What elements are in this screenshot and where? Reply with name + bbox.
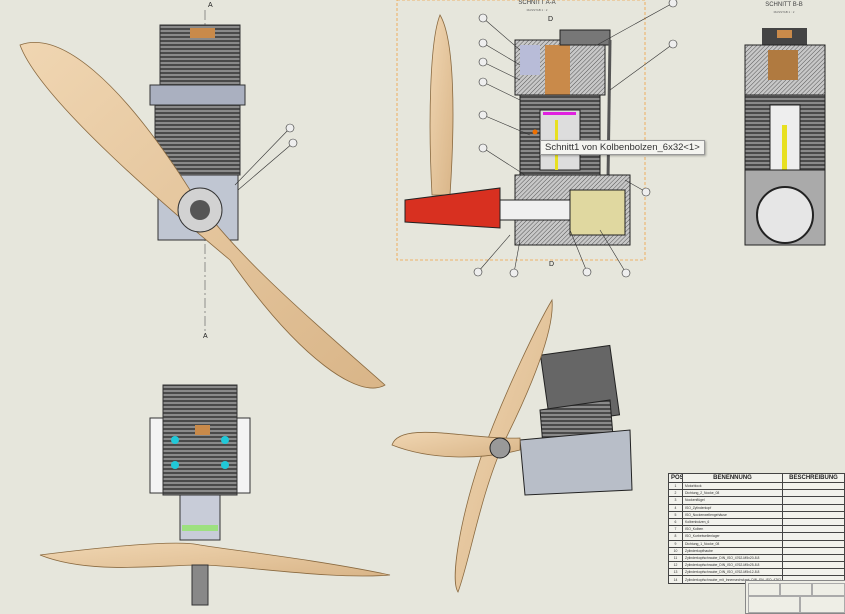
bom-cell-description: [782, 568, 845, 577]
bom-cell-pos: 14: [668, 575, 683, 584]
bom-cell-description: [782, 532, 845, 541]
bom-cell-pos: 7: [668, 525, 683, 534]
bom-cell-description: [782, 525, 845, 534]
bom-cell-pos: 2: [668, 489, 683, 498]
bom-cell-name: Zylinderkopfschraube_DIN_ISO_4762-M5x20-…: [682, 553, 783, 563]
bom-cell-name: ISO_Kolben: [682, 525, 783, 534]
bom-header-pos: POS: [668, 473, 683, 483]
hover-tooltip: Schnitt1 von Kolbenbolzen_6x32<1>: [540, 140, 705, 155]
bom-cell-description: [782, 553, 845, 563]
section-marker-d-top: D: [548, 16, 554, 23]
bom-cell-name: Zylinderkopfhaube: [682, 546, 783, 555]
title-block: [745, 580, 845, 614]
bom-cell-name: Dichtung_2_Nocke_08: [682, 489, 783, 498]
bom-cell-pos: 4: [668, 503, 683, 512]
bom-cell-name: Zylinderkopfschraube_DIN_ISO_4762-M5x25-…: [682, 561, 783, 570]
section-a-scale: MASSTAB 1 : 2: [526, 8, 548, 12]
bom-cell-pos: 3: [668, 496, 683, 505]
bom-cell-name: ISO_Zylinderkopf: [682, 503, 783, 512]
front-view[interactable]: [19, 10, 386, 389]
bom-cell-pos: 12: [668, 561, 683, 570]
section-b-view[interactable]: [744, 28, 826, 246]
bom-cell-description: [782, 546, 845, 555]
bom-cell-description: [782, 517, 845, 527]
bom-cell-pos: 8: [668, 532, 683, 541]
bom-cell-name: Motorblock: [682, 481, 783, 491]
bom-cell-description: [782, 489, 845, 498]
bom-cell-name: Zylinderkopfschraube_DIN_ISO_4762-M5x12-…: [682, 568, 783, 577]
top-view[interactable]: [39, 384, 391, 606]
bom-cell-description: [782, 510, 845, 519]
bom-cell-name: ISO_Kurbelwellenlager: [682, 532, 783, 541]
section-marker-a-bottom: A: [203, 333, 208, 340]
bom-cell-name: ISO_Nockenwellengehäuse: [682, 510, 783, 519]
section-marker-a-top: A: [208, 2, 213, 9]
balloon: [285, 123, 295, 133]
section-a-title: SCHNITT A-A: [518, 0, 556, 6]
bom-cell-pos: 11: [668, 553, 683, 563]
section-a-view[interactable]: [396, 0, 678, 278]
balloon: [288, 138, 298, 148]
section-marker-d-bottom: D: [549, 261, 555, 268]
bom-cell-pos: 10: [668, 546, 683, 555]
bom-cell-description: [782, 539, 845, 548]
bom-cell-description: [782, 561, 845, 570]
bom-cell-pos: 9: [668, 539, 683, 548]
bom-cell-name: Nockenflügel: [682, 496, 783, 505]
bom-cell-name: Kolbenbolzen_6: [682, 517, 783, 527]
bom-cell-pos: 13: [668, 568, 683, 577]
isometric-view[interactable]: [391, 298, 633, 593]
bom-header-row: POS BENENNUNG BESCHREIBUNG: [668, 473, 845, 483]
bom-cell-name: Dichtung_1_Nocke_08: [682, 539, 783, 548]
bom-header-description: BESCHREIBUNG: [782, 473, 845, 483]
bom-cell-pos: 6: [668, 517, 683, 527]
bom-cell-pos: 1: [668, 481, 683, 491]
bom-cell-pos: 5: [668, 510, 683, 519]
bom-cell-description: [782, 481, 845, 491]
bom-header-name: BENENNUNG: [682, 473, 783, 483]
section-b-title: SCHNITT B-B: [765, 2, 803, 8]
bom-cell-description: [782, 503, 845, 512]
bom-cell-description: [782, 496, 845, 505]
section-b-scale: MASSTAB 1 : 2: [773, 10, 795, 14]
